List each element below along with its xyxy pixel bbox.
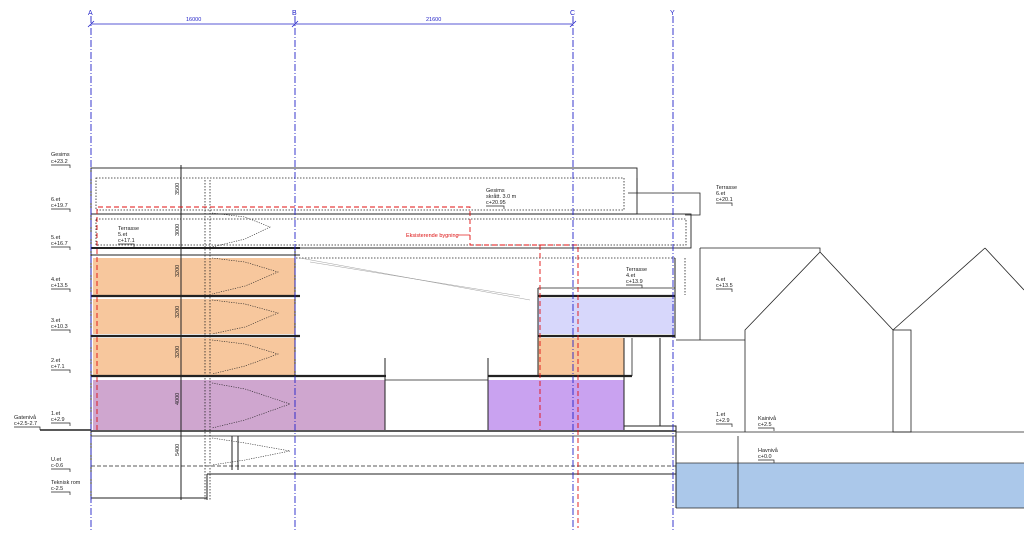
terrace-6-value: c+20.1 (716, 197, 733, 203)
existing-building-label: Eksisterende bygning (406, 233, 459, 239)
grid-label-c: C (570, 10, 575, 17)
floor-4-fill (93, 258, 295, 295)
kainiva-value: c+2.5 (758, 422, 772, 428)
height-label-u: 5400 (175, 444, 181, 456)
right-level-1-name: 1.et (716, 412, 726, 418)
havniva-value: c+0.0 (758, 454, 772, 460)
level-2-value: c+7.1 (51, 364, 65, 370)
annotation-markers (118, 202, 775, 463)
right-level-1-value: c+2.9 (716, 418, 730, 424)
terrace-4-value: c+13.9 (626, 279, 643, 285)
existing-building-right (676, 247, 1024, 509)
grid-label-b: B (292, 10, 297, 17)
floor-2-right-fill (538, 338, 624, 375)
height-label-3: 3200 (175, 306, 181, 318)
dimension-line (87, 20, 577, 28)
level-6-name: 6.et (51, 197, 61, 203)
terrace-6-name: Terrasse (716, 185, 737, 191)
terrace-6-outline (628, 192, 701, 216)
terrace-5-level: 5.et (118, 232, 128, 238)
level-labels-left: Gesims c+23.2 6.et c+19.7 5.et c+16.7 4.… (14, 152, 81, 492)
dotted-outlines (95, 177, 687, 500)
level-u-name: U.et (51, 457, 62, 463)
height-label-5: 3000 (175, 224, 181, 236)
floor-3-right-fill (538, 298, 674, 334)
right-building (299, 257, 677, 436)
kainiva-name: Kainivå (758, 415, 777, 422)
level-2-name: 2.et (51, 358, 61, 364)
gateniva-name: Gatenivå (14, 414, 37, 421)
teknisk-rom-value: c-2.5 (51, 486, 63, 492)
gesims-sloped-line2: skrått. 3.0 m (486, 193, 517, 200)
gateniva-value: c+2.5-2.7 (14, 421, 37, 427)
floor-3-fill (93, 299, 295, 334)
terrace-4-level: 4.et (626, 273, 636, 279)
grid-lines (90, 16, 674, 530)
level-u-value: c-0.6 (51, 463, 63, 469)
teknisk-rom-name: Teknisk rom (51, 480, 81, 486)
havniva-name: Havnivå (758, 447, 779, 454)
terrace-5-name: Terrasse (118, 226, 139, 232)
floor-2-fill (93, 338, 295, 375)
gesims-sloped-line1: Gesims (486, 188, 505, 194)
level-1-name: 1.et (51, 411, 61, 417)
level-1-value: c+2.9 (51, 417, 65, 423)
terrace-4-name: Terrasse (626, 267, 647, 273)
height-label-1: 4000 (175, 393, 181, 405)
level-6-value: c+19.7 (51, 203, 68, 209)
height-label-2: 3200 (175, 346, 181, 358)
level-4-value: c+13.5 (51, 283, 68, 289)
level-5-name: 5.et (51, 235, 61, 241)
dimension-bc: 21600 (426, 17, 441, 23)
level-5-value: c+16.7 (51, 241, 68, 247)
floor-1-right-fill (488, 380, 624, 430)
level-gesims-name: Gesims (51, 152, 70, 158)
grid-label-y: Y (670, 10, 675, 17)
terrace-6-level: 6.et (716, 191, 726, 197)
level-markers-left (14, 164, 91, 495)
level-4-name: 4.et (51, 277, 61, 283)
dimension-ab: 16000 (186, 17, 201, 23)
right-level-4-name: 4.et (716, 277, 726, 283)
gesims-sloped-value: c+20.95 (486, 200, 506, 206)
height-label-6: 3500 (175, 183, 181, 195)
grid-label-a: A (88, 10, 93, 17)
existing-building-outline (96, 206, 579, 528)
floor-1-fill (93, 380, 385, 430)
right-level-4-value: c+13.5 (716, 283, 733, 289)
height-label-4: 3200 (175, 265, 181, 277)
annotations: Terrasse 5.et c+17.1 Gesims skrått. 3.0 … (118, 185, 779, 460)
level-3-name: 3.et (51, 318, 61, 324)
terrace-5-value: c+17.1 (118, 238, 135, 244)
level-gesims-value: c+23.2 (51, 159, 68, 165)
level-3-value: c+10.3 (51, 324, 68, 330)
stairs (211, 212, 291, 466)
water-area (676, 463, 1024, 508)
